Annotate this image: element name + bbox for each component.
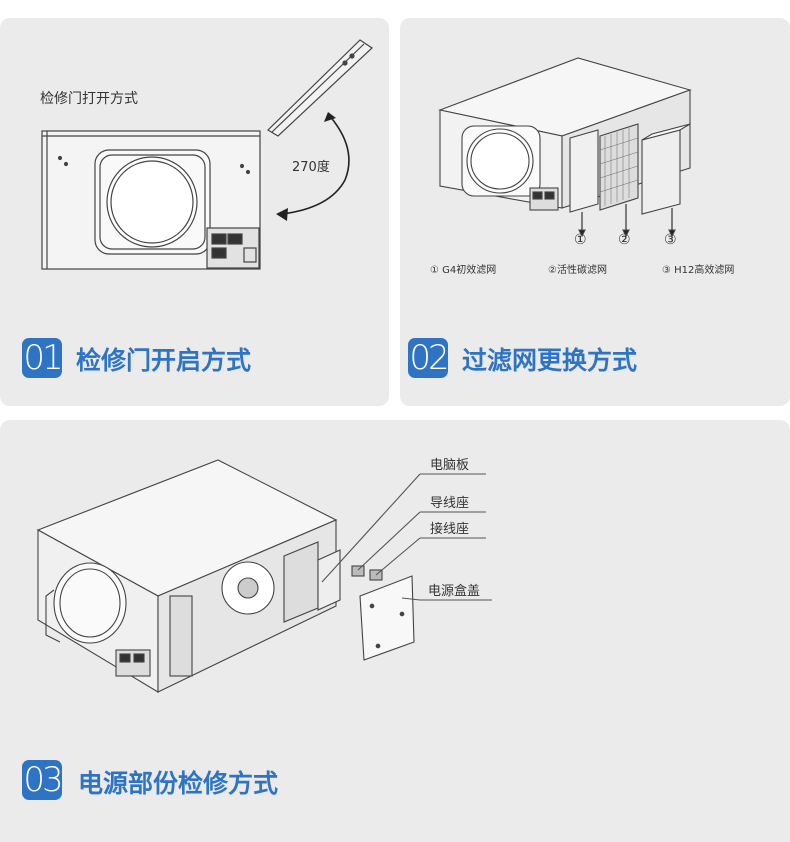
filter-marker-3: ③ (664, 232, 677, 248)
section-title-door: 检修门开启方式 (76, 346, 252, 375)
door-opening-diagram (41, 39, 373, 270)
panel-power-maintenance: 电脑板 导线座 接线座 电源盒盖 03 电源部份检修方式 (0, 420, 790, 842)
legend-carbon-filter: ②活性碳滤网 (548, 265, 607, 276)
filter-replacement-diagram (438, 57, 692, 238)
callout-wire-seat: 导线座 (430, 496, 470, 511)
legend-h12-filter: ③ H12高效滤网 (662, 265, 735, 276)
rotation-angle-label: 270度 (292, 160, 330, 175)
callout-pcb: 电脑板 (430, 458, 470, 473)
power-maintenance-diagram (36, 459, 492, 693)
panel-filter-replacement: ① ② ③ ① G4初效滤网 ②活性碳滤网 ③ H12高效滤网 02 过滤网更换… (400, 18, 790, 406)
door-diagram-label: 检修门打开方式 (40, 91, 138, 107)
callout-power-box-cover: 电源盒盖 (428, 584, 481, 599)
section-title-filter: 过滤网更换方式 (462, 346, 638, 375)
section-title-power: 电源部份检修方式 (78, 769, 279, 798)
legend-g4-filter: ① G4初效滤网 (430, 265, 497, 276)
section-badge-03: 03 (22, 760, 64, 800)
section-badge-01: 01 (22, 338, 64, 378)
filter-marker-2: ② (618, 232, 631, 248)
panel-door-opening: 检修门打开方式 270度 01 检修门开启方式 (0, 18, 389, 406)
filter-marker-1: ① (574, 232, 587, 248)
section-badge-02: 02 (408, 338, 450, 378)
callout-terminal-block: 接线座 (430, 522, 470, 537)
